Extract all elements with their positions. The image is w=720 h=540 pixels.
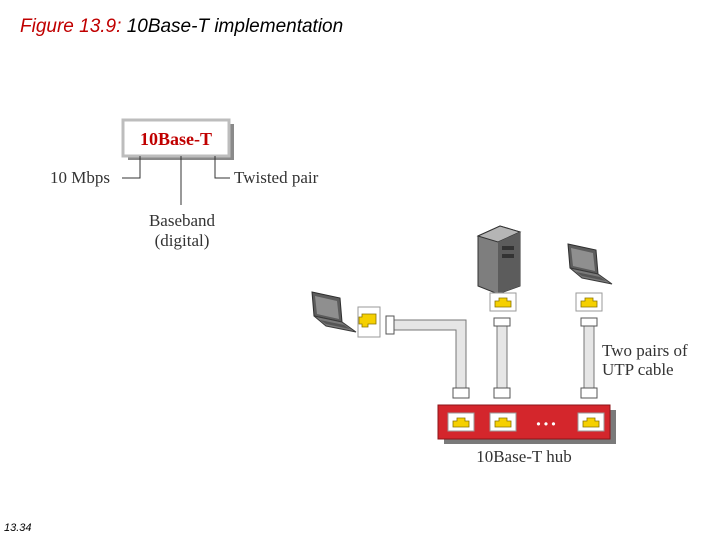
hub-port-icon xyxy=(489,412,517,432)
laptop-left-port-plate xyxy=(357,306,381,338)
figure-caption: 10Base-T implementation xyxy=(126,16,344,37)
figure-title: Figure 13.9: 10Base-T implementation xyxy=(20,16,343,38)
server-port-icon xyxy=(489,292,517,312)
utp-cables xyxy=(391,319,595,391)
server-tower-icon xyxy=(476,225,522,295)
hub-port-icon xyxy=(447,412,475,432)
cable-label-1: Two pairs of xyxy=(602,341,688,360)
hub-label: 10Base-T hub xyxy=(476,447,572,466)
slide-number: 13.34 xyxy=(4,522,32,534)
hub-ellipsis: • • • xyxy=(536,417,555,431)
laptop-right-port-icon xyxy=(575,292,603,312)
signaling-label-2: (digital) xyxy=(155,231,210,250)
cable-label-2: UTP cable xyxy=(602,360,674,379)
speed-label: 10 Mbps xyxy=(50,168,110,187)
laptop-icon xyxy=(567,243,613,285)
signaling-label-1: Baseband xyxy=(149,211,216,230)
naming-leader-lines xyxy=(122,156,230,205)
medium-label: Twisted pair xyxy=(234,168,319,187)
figure-number: Figure 13.9: xyxy=(20,16,122,37)
laptop-icon xyxy=(311,291,357,333)
cable-connectors xyxy=(385,315,598,399)
name-box xyxy=(121,118,231,158)
hub-port-icon xyxy=(577,412,605,432)
name-box-label: 10Base-T xyxy=(140,129,212,149)
